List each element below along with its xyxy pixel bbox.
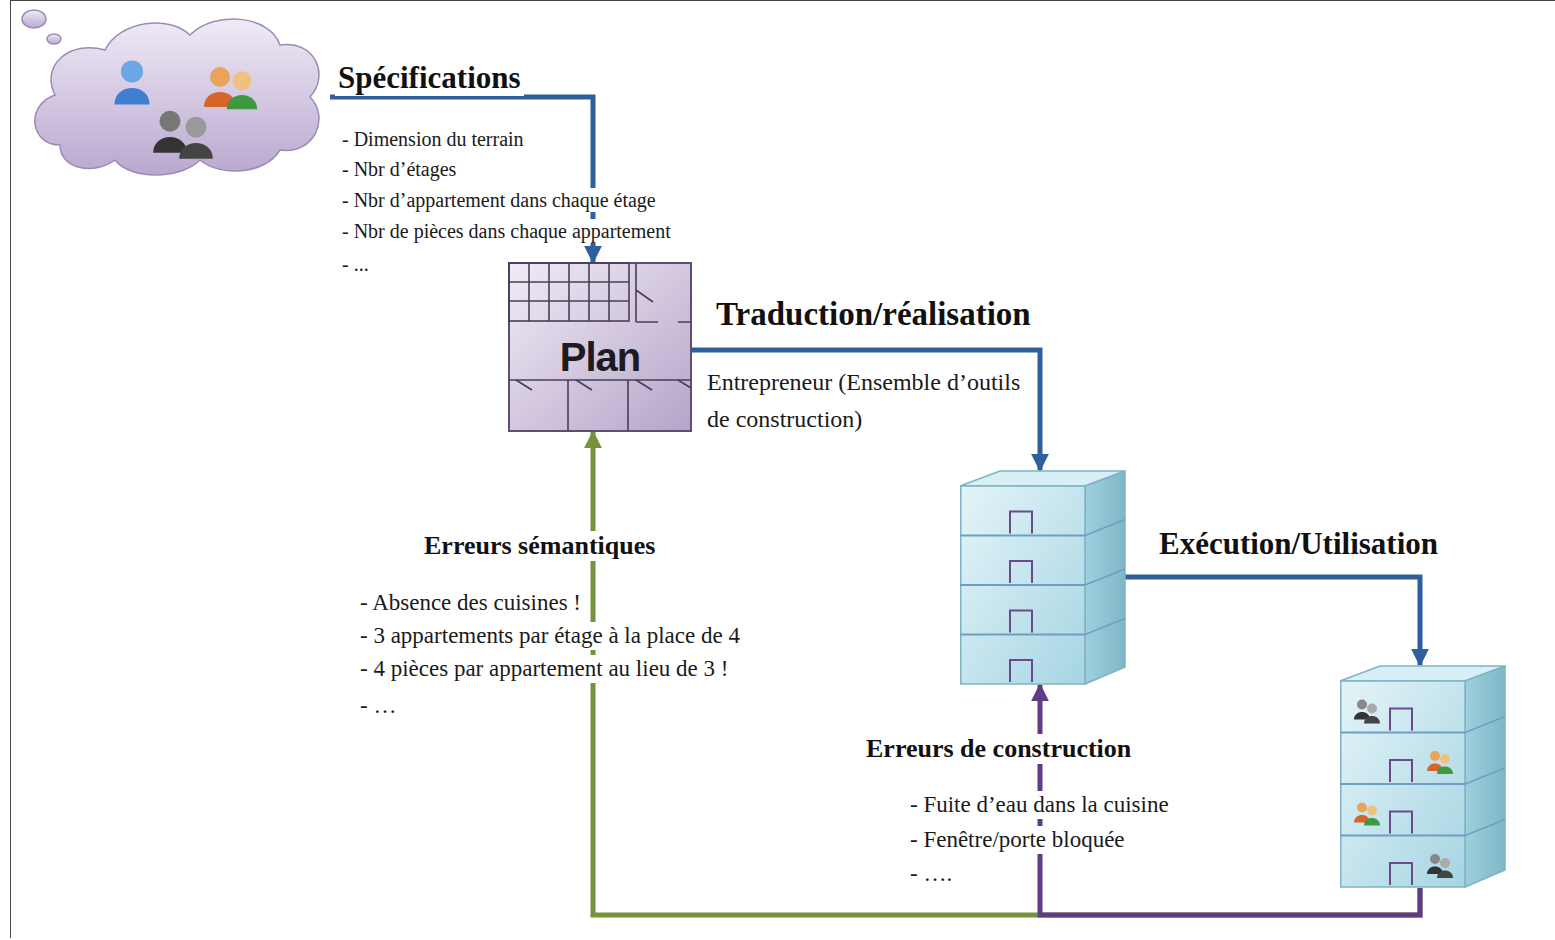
bullet-item: - 4 pièces par appartement au lieu de 3 … <box>358 655 730 683</box>
bullet-item: - …. <box>908 860 954 888</box>
occupied-building <box>1340 665 1505 888</box>
stage-label: Erreurs de construction <box>863 734 1134 764</box>
bullet-item: - Nbr de pièces dans chaque appartement <box>340 219 673 243</box>
flow-arrow <box>1125 577 1420 665</box>
bullet-item: - Fuite d’eau dans la cuisine <box>908 791 1171 819</box>
stage-label: Spécifications <box>335 60 524 96</box>
building-outline <box>1340 665 1505 888</box>
bullet-item: - Absence des cuisines ! <box>358 589 583 617</box>
building-outline <box>960 470 1125 685</box>
stage-label: Exécution/Utilisation <box>1156 526 1441 562</box>
stage-label: Erreurs sémantiques <box>421 531 658 561</box>
building-block <box>960 470 1125 685</box>
bullet-item: - Nbr d’étages <box>340 157 458 181</box>
bullet-item: - Dimension du terrain <box>340 127 526 151</box>
box-title: Plan <box>560 335 640 380</box>
plan-box: Plan <box>508 262 692 432</box>
bullet-item: - … <box>358 692 398 720</box>
bullet-item: - 3 appartements par étage à la place de… <box>358 622 742 650</box>
bullet-item: - ... <box>340 252 371 276</box>
bullet-item: - Fenêtre/porte bloquée <box>908 826 1127 854</box>
stakeholder-cloud <box>20 5 330 180</box>
bullet-item: - Nbr d’appartement dans chaque étage <box>340 188 658 212</box>
cloud-outline <box>20 5 330 180</box>
note-text: Entrepreneur (Ensemble d’outils de const… <box>705 364 1044 438</box>
stage-label: Traduction/réalisation <box>713 296 1034 334</box>
